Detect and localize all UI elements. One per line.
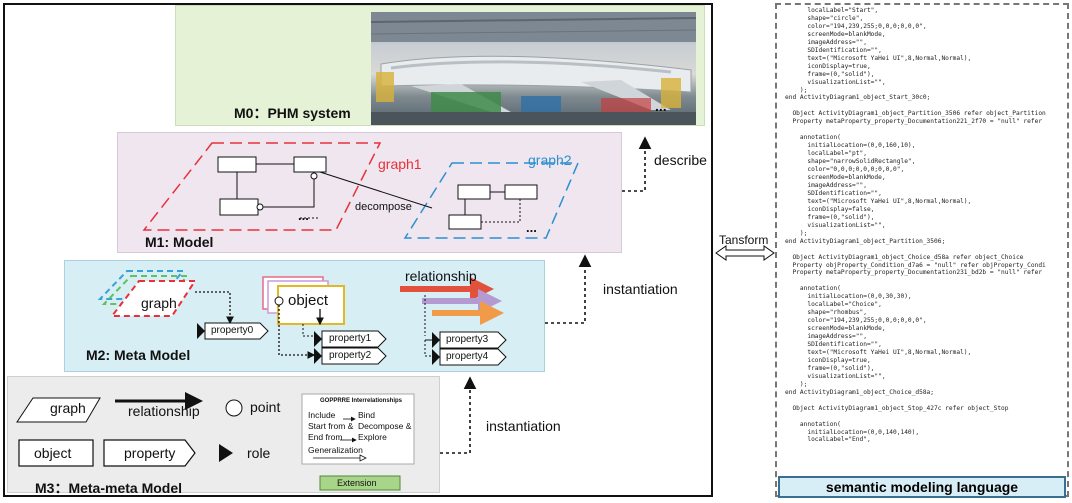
m2-label: M2: Meta Model (86, 347, 191, 363)
extension-button[interactable]: Extension (337, 478, 377, 488)
code-line: frame=(0,"solid"), (807, 213, 875, 221)
interrel-start-from: Start from & (308, 421, 354, 431)
code-line: localLabel="End", (807, 436, 871, 444)
property1-label: property1 (329, 333, 372, 344)
code-line: screenMode=blankMode, (807, 30, 886, 38)
graph1-ellipsis: ... (298, 208, 309, 223)
code-line: SDIdentification="", (807, 189, 882, 197)
code-line: Object ActivityDiagram1_object_Choice_d5… (792, 253, 1024, 261)
code-line: SDIdentification="", (807, 341, 882, 349)
code-line: ); (799, 229, 808, 237)
interrel-end-from: End from (308, 432, 343, 442)
code-line: Property metaProperty_property_Documenta… (792, 118, 1043, 126)
code-caption: semantic modeling language (778, 476, 1066, 498)
code-line: iconDisplay=true, (807, 356, 871, 364)
code-line: screenMode=blankMode, (807, 174, 886, 182)
code-panel[interactable]: localLabel="Start", shape="circle", colo… (775, 3, 1069, 497)
code-line: end ActivityDiagram1_object_Choice_d58a; (785, 388, 935, 396)
m2-graph-label: graph (141, 295, 177, 311)
m1-label: M1: Model (145, 234, 214, 250)
graph2-label: graph2 (528, 152, 572, 168)
code-line: visualizationList="", (807, 221, 886, 229)
code-line: color="194,239,255;0,0,0;0,0,0", (807, 22, 927, 30)
m3-label: M3：Meta-meta Model (35, 480, 183, 496)
code-line: imageAddress="", (807, 38, 867, 46)
code-line: iconDisplay=true, (807, 62, 871, 70)
graph2-ellipsis: ... (526, 220, 537, 235)
code-line: frame=(0,"solid"), (807, 70, 875, 78)
code-line: shape="narrowSolidRectangle", (807, 158, 916, 166)
code-line: ); (799, 86, 808, 94)
code-text: localLabel="Start", shape="circle", colo… (777, 5, 1067, 444)
property0-label: property0 (211, 325, 254, 336)
code-line: text=("Microsoft YaHei UI",8,Normal,Norm… (807, 348, 972, 356)
interrel-include: Include (308, 410, 336, 420)
m3-relationship-label: relationship (128, 403, 200, 419)
code-line: localLabel="pt", (807, 150, 867, 158)
m3-object-label: object (34, 445, 72, 461)
code-line: Object ActivityDiagram1_object_Stop_427c… (792, 404, 1009, 412)
interrel-decompose: Decompose & (358, 421, 412, 431)
code-line: imageAddress="", (807, 333, 867, 341)
code-line: initialLocation=(0,0,140,140), (807, 428, 920, 436)
m2-relationship-label: relationship (405, 268, 477, 284)
tansform-label: Tansform (719, 233, 769, 247)
code-line: annotation( (799, 420, 841, 428)
m2-graph-parallelograms (97, 270, 197, 317)
code-line: Property metaProperty_property_Documenta… (792, 269, 1043, 277)
decompose-label: decompose (355, 201, 412, 213)
code-line: text=("Microsoft YaHei UI",8,Normal,Norm… (807, 54, 972, 62)
m3-property-label: property (124, 445, 176, 461)
property2-label: property2 (329, 350, 372, 361)
m3-graph-label: graph (50, 400, 86, 416)
m3-point-label: point (250, 399, 281, 415)
code-line: screenMode=blankMode, (807, 325, 886, 333)
code-line: annotation( (799, 134, 841, 142)
code-line: iconDisplay=false, (807, 205, 875, 213)
instantiation-label-m3: instantiation (486, 418, 561, 434)
interrelationships-title: GOPPRRE Interrelationships (320, 398, 403, 404)
interrel-explore: Explore (358, 432, 387, 442)
aircraft-factory-photo (371, 12, 696, 125)
code-line: text=("Microsoft YaHei UI",8,Normal,Norm… (807, 197, 972, 205)
code-line: visualizationList="", (807, 372, 886, 380)
code-line: frame=(0,"solid"), (807, 364, 875, 372)
code-line: ); (799, 380, 808, 388)
m3-role-label: role (247, 445, 271, 461)
m2-object-label: object (288, 292, 329, 309)
m0-label: M0：PHM system (234, 105, 351, 121)
graph1-shape (142, 142, 382, 231)
code-line: Property objProperty_Condition_d7a6 = "n… (792, 261, 1046, 269)
interrel-bind: Bind (358, 410, 376, 420)
describe-label: describe (654, 152, 707, 168)
code-line: shape="rhombus", (807, 309, 867, 317)
code-line: color="194,239,255;0,0,0;0,0,0", (807, 317, 927, 325)
diagram-frame (3, 3, 713, 497)
code-line: end ActivityDiagram1_object_Start_30c0; (785, 94, 931, 102)
code-line: initialLocation=(0,0,30,30), (807, 293, 912, 301)
instantiation-label-m2: instantiation (603, 281, 678, 297)
m1-layer (117, 132, 622, 253)
code-line: initialLocation=(0,0,160,10), (807, 142, 916, 150)
code-line: localLabel="Choice", (807, 301, 882, 309)
code-line: localLabel="Start", (807, 7, 879, 14)
code-line: Object ActivityDiagram1_object_Partition… (792, 110, 1046, 118)
interrel-generalization: Generalization (308, 445, 363, 455)
code-line: color="0,0,0;0,0,0;0,0,0", (807, 166, 905, 174)
code-line: shape="circle", (807, 14, 864, 22)
code-line: imageAddress="", (807, 181, 867, 189)
graph1-label: graph1 (378, 156, 422, 172)
code-line: annotation( (799, 285, 841, 293)
graph2-shape (403, 162, 580, 239)
m0-ellipsis: ... (655, 98, 667, 114)
property4-label: property4 (446, 351, 489, 362)
code-line: visualizationList="", (807, 78, 886, 86)
code-line: end ActivityDiagram1_object_Partition_35… (785, 237, 946, 245)
code-line: SDIdentification="", (807, 46, 882, 54)
property3-label: property3 (446, 334, 489, 345)
